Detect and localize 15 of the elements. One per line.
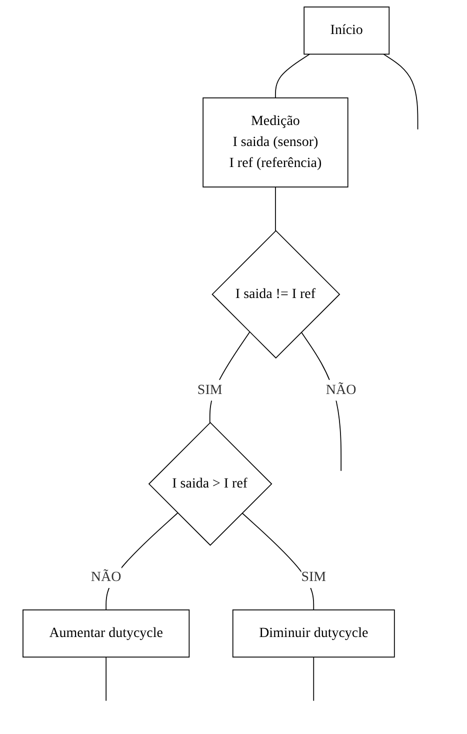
- connector: [106, 656, 107, 702]
- node-box: Aumentar dutycycle: [22, 609, 190, 658]
- connector: [275, 54, 310, 98]
- edge-label: SIM: [301, 570, 326, 585]
- connector: [275, 186, 276, 232]
- node-box: Início: [304, 6, 390, 55]
- edge-label: NÃO: [326, 382, 356, 398]
- connector: [383, 54, 418, 130]
- edge-label: SIM: [197, 382, 222, 398]
- node-diamond: I saida != I ref: [212, 230, 340, 359]
- connector: [313, 656, 314, 702]
- node-box: Medição I saida (sensor) I ref (referência): [202, 97, 348, 188]
- edge-label: NÃO: [90, 570, 122, 585]
- node-box: Diminuir dutycycle: [232, 609, 395, 658]
- node-diamond: I saida > I ref: [148, 422, 272, 546]
